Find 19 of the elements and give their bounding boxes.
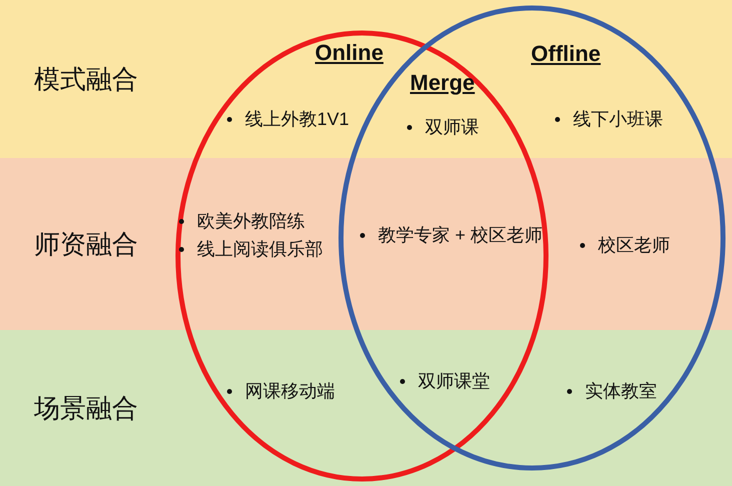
overlap-title: Online (315, 39, 384, 67)
item-text: 网课移动端 (245, 380, 335, 403)
row-heading: 师资融合 (34, 228, 138, 260)
overlap-title: Merge (410, 69, 475, 97)
row-heading: 模式融合 (34, 62, 138, 96)
item-text: 校区老师 (598, 234, 670, 257)
item-text: 教学专家 + 校区老师 (378, 224, 543, 247)
item-text: 线上外教1V1 (245, 108, 350, 131)
item-text: 线上阅读俱乐部 (197, 238, 323, 261)
item-text: 实体教室 (585, 380, 657, 403)
band (0, 330, 732, 486)
item-text: 线下小班课 (573, 108, 663, 131)
item-text: 双师课堂 (418, 370, 490, 393)
overlap-title: Offline (531, 40, 601, 68)
band (0, 158, 732, 330)
item-text: 欧美外教陪练 (197, 210, 305, 233)
item-text: 双师课 (425, 116, 479, 139)
band (0, 0, 732, 158)
row-heading: 场景融合 (34, 392, 138, 424)
